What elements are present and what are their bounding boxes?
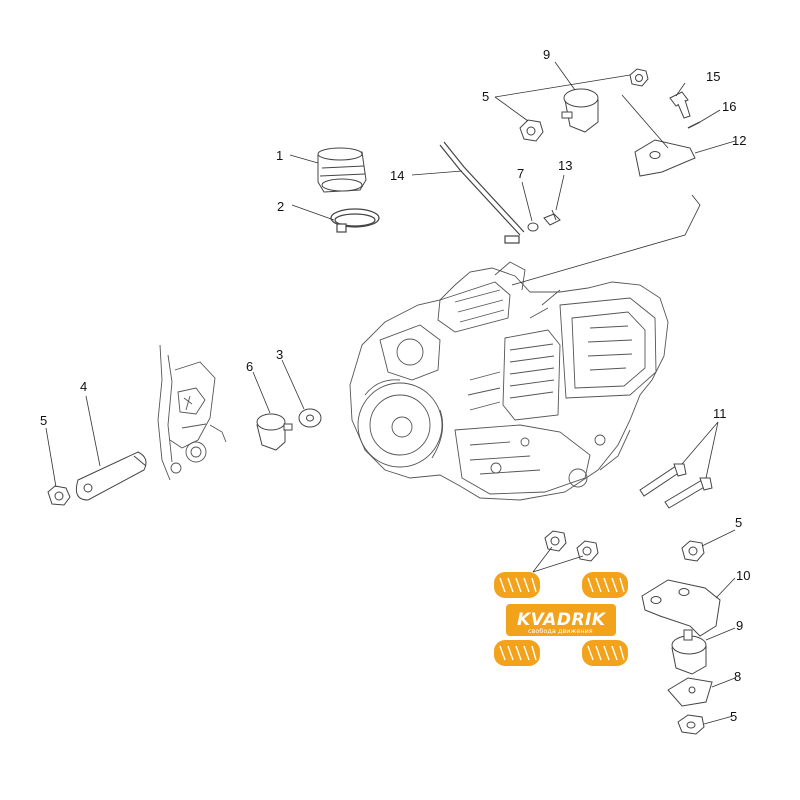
part-small-washer — [527, 222, 539, 232]
part-rubber-mount-top — [561, 88, 599, 133]
part-lower-bracket — [641, 579, 721, 637]
part-tie-rod — [439, 141, 525, 244]
callout-5-top: 5 — [482, 89, 489, 104]
part-bracket-plate — [75, 451, 147, 501]
part-nut-bottom — [677, 714, 705, 735]
part-rubber-mount-left — [256, 413, 293, 451]
callout-5-right: 5 — [735, 515, 742, 530]
logo-brand-text: KVADRIK — [517, 610, 607, 630]
part-bolt-small — [543, 209, 561, 226]
part-nut-center-b — [576, 540, 599, 562]
part-washer — [298, 408, 322, 428]
part-nut-top-left — [519, 119, 544, 142]
callout-14: 14 — [390, 168, 404, 183]
part-long-bolts — [639, 463, 713, 509]
part-nut-center-a — [544, 530, 567, 552]
callout-7: 7 — [517, 166, 524, 181]
callout-16: 16 — [722, 99, 736, 114]
kvadrik-watermark: KVADRIK свобода движения — [494, 572, 628, 666]
callout-3: 3 — [276, 347, 283, 362]
engine-assembly — [349, 261, 669, 501]
part-top-bracket — [634, 139, 696, 177]
part-short-bolt — [669, 91, 691, 119]
part-nut-right-mid — [681, 540, 705, 562]
part-nut-left — [47, 485, 71, 506]
callout-1: 1 — [276, 148, 283, 163]
callout-4: 4 — [80, 379, 87, 394]
callout-10: 10 — [736, 568, 750, 583]
frame-section — [157, 344, 227, 481]
logo-tagline: свобода движения — [528, 627, 593, 635]
callout-12: 12 — [732, 133, 746, 148]
callout-2: 2 — [277, 199, 284, 214]
callout-8: 8 — [734, 669, 741, 684]
callout-13: 13 — [558, 158, 572, 173]
callout-6: 6 — [246, 359, 253, 374]
callout-5-left: 5 — [40, 413, 47, 428]
part-hose-clamp — [330, 208, 380, 233]
callout-15: 15 — [706, 69, 720, 84]
part-small-plate — [667, 677, 713, 707]
part-pin — [687, 121, 701, 129]
callout-11: 11 — [713, 406, 727, 421]
leader-lines — [45, 61, 736, 725]
callout-9-top: 9 — [543, 47, 550, 62]
callout-5-bottom: 5 — [730, 709, 737, 724]
part-nut-top-right — [629, 68, 649, 87]
callout-9-lower: 9 — [736, 618, 743, 633]
part-intake-boot — [317, 147, 367, 193]
part-rubber-mount-lower — [671, 629, 707, 675]
